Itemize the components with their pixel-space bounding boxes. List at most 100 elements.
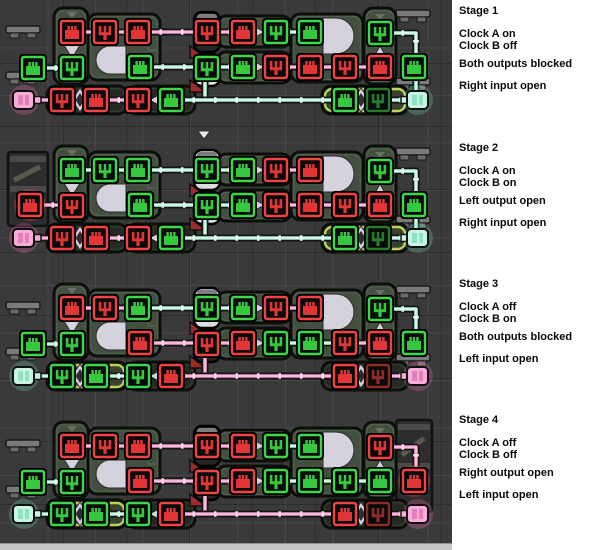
gate-panel-edge (89, 15, 159, 79)
gate-panel-edge (292, 153, 362, 219)
and-gate-icon (95, 183, 127, 213)
arrow-marker-icon (375, 428, 385, 434)
port-plug-icon (98, 302, 112, 316)
clock-b-state: Clock B off (459, 40, 518, 52)
port-plug-icon (338, 61, 352, 75)
signal-input-connector[interactable] (12, 366, 35, 386)
arrow-marker-icon (67, 288, 77, 294)
port-plug-icon (407, 337, 421, 350)
port-plug-icon (303, 61, 317, 74)
port-plug-icon (338, 475, 352, 489)
port-plug-icon (131, 508, 145, 522)
port-plug-icon (200, 476, 214, 490)
gate-panel-edge (292, 429, 362, 495)
port-plug-icon (269, 475, 283, 489)
bracket-tooth (26, 446, 37, 453)
port-plug-icon (303, 475, 317, 488)
connector-pin (412, 371, 417, 381)
output-state: Both outputs blocked (459, 331, 573, 343)
signal-input-connector[interactable] (12, 228, 35, 248)
stage-title: Stage 3 (459, 278, 499, 290)
port-plug-icon (26, 62, 40, 75)
port-plug-icon (55, 94, 69, 108)
port-plug-icon (303, 337, 317, 350)
bracket-tooth (9, 78, 20, 85)
port-plug-icon (303, 199, 317, 212)
circuit-diagram (5, 6, 434, 530)
input-state: Right input open (459, 80, 547, 92)
port-plug-icon (236, 440, 250, 453)
arrow-marker-icon (67, 12, 77, 18)
port-plug-icon (200, 164, 214, 178)
port-plug-icon (65, 62, 79, 76)
port-plug-icon (269, 164, 283, 178)
port-plug-icon (131, 232, 145, 246)
port-plug-icon (133, 475, 147, 488)
machine-bar (10, 186, 46, 192)
port-plug-icon (98, 164, 112, 178)
signal-input-connector[interactable] (12, 504, 35, 524)
port-plug-icon (164, 232, 178, 245)
port-plug-icon (236, 199, 250, 212)
signal-input-connector[interactable] (12, 90, 35, 110)
port-plug-icon (133, 199, 147, 212)
port-plug-icon (338, 508, 352, 521)
port-plug-icon (131, 164, 145, 177)
bracket-tooth (9, 492, 20, 499)
connector-pin (25, 233, 29, 243)
port-plug-icon (373, 303, 387, 317)
bracket (395, 285, 431, 294)
port-plug-icon (303, 302, 317, 315)
port-plug-icon (200, 338, 214, 352)
and-gate-icon (322, 431, 355, 469)
port-plug-icon (26, 338, 40, 351)
port-plug-icon (373, 475, 387, 488)
port-plug-icon (373, 441, 387, 455)
machine-bar (398, 424, 430, 430)
port-plug-icon (55, 370, 69, 384)
port-plug-icon (65, 440, 79, 453)
stage-circuit (5, 418, 434, 530)
arrow-marker-icon (67, 426, 77, 432)
port-plug-icon (269, 440, 283, 454)
port-plug-icon (371, 94, 385, 108)
output-state: Both outputs blocked (459, 58, 573, 70)
stage-title: Stage 4 (459, 414, 499, 426)
automation-overlay-view (0, 0, 452, 550)
bracket-tooth (399, 154, 410, 161)
bracket-tooth (9, 354, 20, 361)
port-plug-icon (338, 370, 352, 383)
port-plug-icon (407, 475, 421, 488)
bracket (5, 301, 41, 310)
bracket-tooth (399, 16, 410, 23)
port-plug-icon (303, 440, 317, 453)
stage-2-note: Stage 2 Clock A on Clock B on Left outpu… (459, 142, 607, 229)
signal-output-connector[interactable] (406, 228, 429, 248)
connector-pin (18, 509, 23, 519)
connector-pin (419, 95, 423, 105)
gate-panel-edge (292, 15, 362, 81)
output-state: Right output open (459, 467, 554, 479)
port-plug-icon (133, 61, 147, 74)
stage-notes-panel: Stage 1 Clock A on Clock B off Both outp… (452, 0, 609, 550)
arrow-marker-icon (375, 290, 385, 296)
port-plug-icon (98, 440, 112, 454)
connector-pin (18, 371, 23, 381)
and-gate-icon (322, 293, 355, 331)
bracket-tooth (26, 308, 37, 315)
connector-pin (18, 233, 23, 243)
signal-output-connector[interactable] (406, 366, 429, 386)
port-plug-icon (26, 476, 40, 489)
port-plug-icon (236, 337, 250, 350)
input-state: Left input open (459, 489, 539, 501)
machine-bar (10, 156, 46, 162)
port-plug-icon (371, 232, 385, 246)
floor-strip (0, 543, 452, 550)
port-plug-icon (200, 200, 214, 214)
connector-pin (25, 509, 29, 519)
bracket-tooth (416, 16, 427, 23)
signal-output-connector[interactable] (406, 504, 429, 524)
signal-output-connector[interactable] (406, 90, 429, 110)
port-plug-icon (65, 476, 79, 490)
